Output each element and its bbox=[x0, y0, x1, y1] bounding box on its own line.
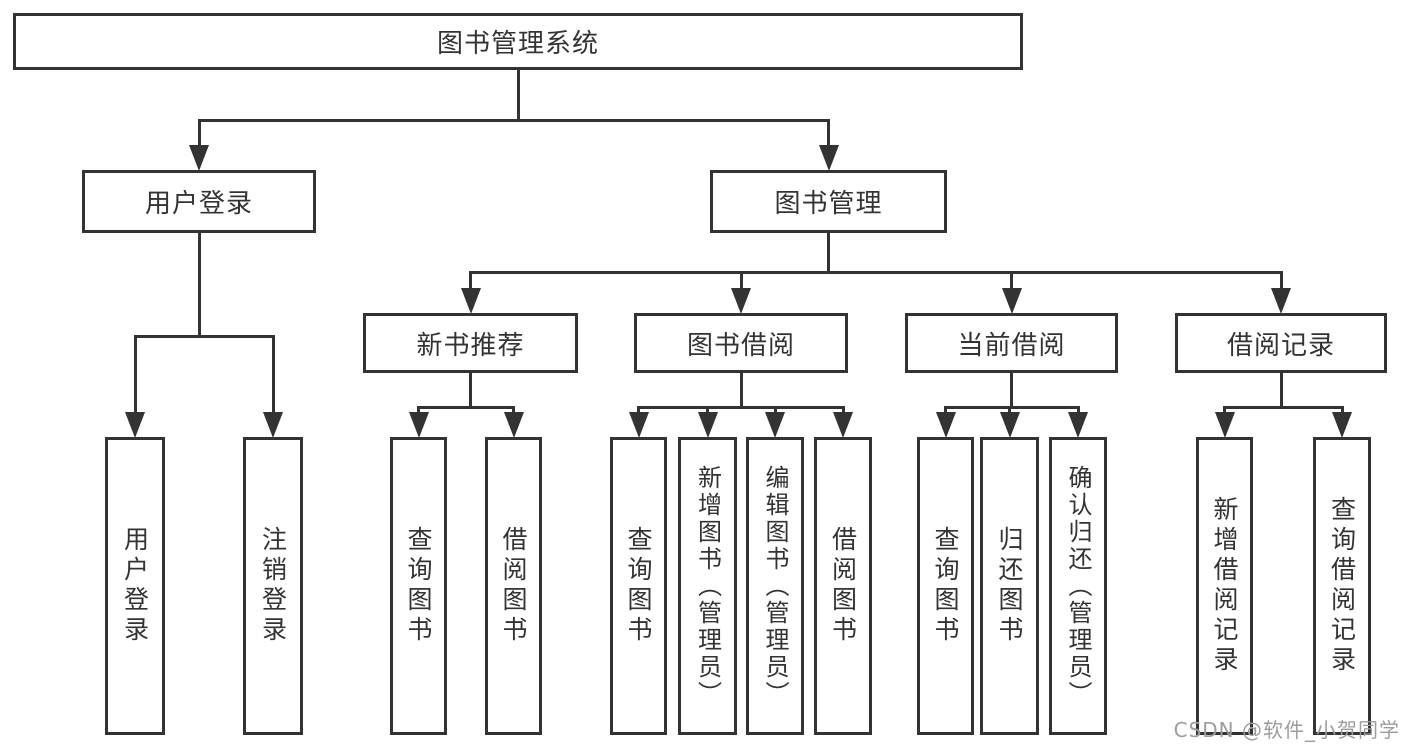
node-new-book-recommend: 新书推荐 bbox=[363, 313, 578, 373]
node-leaf-query-record: 查询借阅记录 bbox=[1313, 437, 1371, 735]
connector-branch-leaf-add-record bbox=[1223, 406, 1226, 413]
node-leaf-query-book-2: 查询图书 bbox=[610, 437, 667, 735]
node-book-borrowing: 图书借阅 bbox=[634, 313, 848, 373]
node-label-book-borrowing: 图书借阅 bbox=[686, 330, 795, 361]
connector-stem-book-management bbox=[827, 232, 830, 274]
connector-branch-leaf-query-book-3 bbox=[944, 406, 947, 413]
node-label-leaf-add-record: 新增借阅记录 bbox=[1210, 496, 1239, 676]
node-leaf-edit-book: 编辑图书（管理员） bbox=[746, 437, 804, 735]
connector-branch-book-borrowing bbox=[739, 271, 743, 289]
arrow-down-icon-leaf-return-book bbox=[999, 412, 1020, 438]
node-borrowing-records: 借阅记录 bbox=[1175, 313, 1387, 373]
connector-stem-current-borrowing bbox=[1010, 372, 1013, 409]
connector-rail-user-login-group bbox=[133, 335, 275, 338]
node-root: 图书管理系统 bbox=[13, 13, 1023, 70]
node-label-book-management: 图书管理 bbox=[774, 189, 883, 219]
node-label-new-book-recommend: 新书推荐 bbox=[416, 330, 525, 361]
connector-branch-user-login-group bbox=[197, 119, 201, 146]
connector-branch-leaf-query-book-2 bbox=[637, 406, 640, 413]
arrow-down-icon-book-management bbox=[818, 145, 839, 171]
connector-branch-leaf-query-book-1 bbox=[417, 406, 420, 413]
arrow-down-icon-leaf-add-book bbox=[697, 412, 718, 438]
arrow-down-icon-leaf-confirm-return bbox=[1068, 412, 1088, 438]
node-label-leaf-return-book: 归还图书 bbox=[995, 526, 1024, 646]
arrow-down-icon-current-borrowing bbox=[1001, 288, 1022, 314]
node-label-leaf-query-book-2: 查询图书 bbox=[624, 526, 653, 646]
node-label-leaf-logout: 注销登录 bbox=[258, 526, 288, 646]
connector-branch-new-book-recommend bbox=[469, 271, 472, 289]
node-current-borrowing: 当前借阅 bbox=[905, 313, 1118, 373]
node-label-leaf-user-login: 用户登录 bbox=[120, 526, 150, 646]
watermark: CSDN @软件_小贺同学 bbox=[1173, 718, 1400, 742]
node-user-login-group: 用户登录 bbox=[82, 170, 316, 233]
arrow-down-icon-leaf-query-book-3 bbox=[935, 412, 956, 438]
connector-stem-book-borrowing bbox=[739, 372, 743, 409]
node-leaf-return-book: 归还图书 bbox=[980, 437, 1039, 735]
node-label-leaf-query-book-3: 查询图书 bbox=[931, 526, 960, 646]
arrow-down-icon-leaf-add-record bbox=[1214, 412, 1235, 438]
arrow-down-icon-borrowing-records bbox=[1271, 288, 1291, 314]
node-leaf-borrow-book-1: 借阅图书 bbox=[485, 437, 542, 735]
connector-branch-borrowing-records bbox=[1279, 271, 1283, 289]
node-leaf-query-book-1: 查询图书 bbox=[390, 437, 447, 735]
connector-branch-leaf-return-book bbox=[1008, 406, 1011, 413]
node-label-borrowing-records: 借阅记录 bbox=[1226, 330, 1335, 361]
connector-stem-root bbox=[516, 69, 520, 122]
connector-branch-book-management bbox=[827, 119, 830, 146]
node-leaf-user-login: 用户登录 bbox=[105, 437, 165, 735]
node-label-current-borrowing: 当前借阅 bbox=[957, 330, 1066, 361]
connector-rail-borrowing-records bbox=[1223, 406, 1344, 409]
arrow-down-icon-leaf-edit-book bbox=[765, 412, 785, 438]
connector-branch-leaf-confirm-return bbox=[1076, 406, 1080, 413]
node-label-leaf-edit-book: 编辑图书（管理员） bbox=[761, 464, 789, 708]
node-book-management: 图书管理 bbox=[710, 170, 947, 233]
node-leaf-query-book-3: 查询图书 bbox=[917, 437, 974, 735]
node-leaf-confirm-return: 确认归还（管理员） bbox=[1049, 437, 1107, 735]
node-label-user-login-group: 用户登录 bbox=[144, 189, 253, 219]
node-label-leaf-query-record: 查询借阅记录 bbox=[1327, 496, 1357, 676]
node-leaf-add-record: 新增借阅记录 bbox=[1196, 437, 1253, 735]
connector-branch-current-borrowing bbox=[1010, 271, 1013, 289]
arrow-down-icon-leaf-query-book-1 bbox=[408, 412, 429, 438]
connector-branch-leaf-query-record bbox=[1340, 406, 1344, 413]
connector-stem-new-book-recommend bbox=[469, 372, 472, 409]
connector-branch-leaf-user-login bbox=[133, 335, 137, 413]
connector-stem-borrowing-records bbox=[1279, 372, 1283, 409]
connector-rail-book-management bbox=[469, 271, 1283, 274]
connector-branch-leaf-borrow-book-2 bbox=[841, 406, 845, 413]
connector-branch-leaf-borrow-book-1 bbox=[512, 406, 515, 413]
connector-rail-book-borrowing bbox=[637, 406, 845, 409]
node-label-leaf-add-book: 新增图书（管理员） bbox=[693, 464, 722, 708]
node-leaf-logout: 注销登录 bbox=[243, 437, 303, 735]
arrow-down-icon-new-book-recommend bbox=[460, 288, 481, 314]
connector-stem-user-login-group bbox=[197, 232, 201, 338]
arrow-down-icon-leaf-logout bbox=[263, 412, 283, 438]
connector-rail-current-borrowing bbox=[944, 406, 1080, 409]
node-leaf-add-book: 新增图书（管理员） bbox=[678, 437, 737, 735]
connector-rail-root bbox=[197, 119, 830, 122]
node-leaf-borrow-book-2: 借阅图书 bbox=[814, 437, 872, 735]
node-label-leaf-query-book-1: 查询图书 bbox=[404, 526, 433, 646]
arrow-down-icon-leaf-borrow-book-1 bbox=[503, 412, 524, 438]
connector-rail-new-book-recommend bbox=[417, 406, 515, 409]
arrow-down-icon-leaf-user-login bbox=[125, 412, 145, 438]
connector-branch-leaf-logout bbox=[271, 335, 275, 413]
node-label-leaf-confirm-return: 确认归还（管理员） bbox=[1064, 464, 1092, 708]
arrow-down-icon-leaf-query-book-2 bbox=[628, 412, 649, 438]
arrow-down-icon-book-borrowing bbox=[731, 288, 751, 314]
arrow-down-icon-leaf-borrow-book-2 bbox=[833, 412, 853, 438]
arrow-down-icon-leaf-query-record bbox=[1332, 412, 1352, 438]
connector-branch-leaf-add-book bbox=[706, 406, 709, 413]
arrow-down-icon-user-login-group bbox=[189, 145, 209, 171]
connector-branch-leaf-edit-book bbox=[773, 406, 777, 413]
node-label-leaf-borrow-book-2: 借阅图书 bbox=[828, 526, 858, 646]
node-label-root: 图书管理系统 bbox=[436, 29, 599, 59]
node-label-leaf-borrow-book-1: 借阅图书 bbox=[499, 526, 528, 646]
